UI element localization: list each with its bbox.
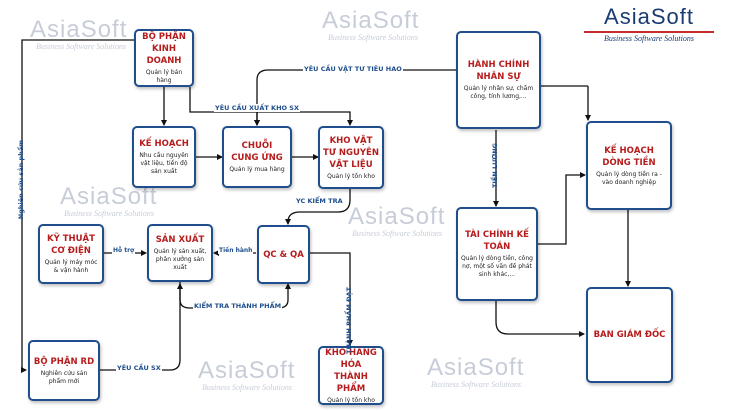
label-tien-hanh: Tiến hành [218,247,254,254]
box-title: KẾ HOẠCH DÒNG TIỀN [602,145,656,168]
box-title: BAN GIÁM ĐỐC [593,330,666,340]
watermark-tagline: Business Software Solutions [328,33,418,42]
box-desc: Quản lý bán hàng [145,69,183,84]
watermark-brand: AsiaSoft [322,7,420,34]
box-desc: Quản lý máy móc & vận hành [44,259,98,274]
box-title: BỘ PHẬN KINH DOANH [142,32,186,66]
watermark-brand: AsiaSoft [198,357,296,384]
box-title: BỘ PHẬN RD [33,356,95,367]
box-desc: Quản lý mua hàng [229,166,285,173]
box-kinh-doanh: BỘ PHẬN KINH DOANH Quản lý bán hàng [134,29,194,87]
arrow-tckt-bgd [495,300,585,337]
arrow-tp-dat [310,252,353,346]
watermark-6: AsiaSoft Business Software Solutions [427,354,524,389]
box-desc: Quản lý dòng tiền ra - vào doanh nghiệp [596,170,662,186]
box-title: KẾ HOẠCH [139,139,189,149]
watermark-2: AsiaSoft Business Software Solutions [322,7,419,42]
arrow-yc-sx [100,283,183,371]
box-hanh-chinh: HÀNH CHÍNH NHÂN SỰ Quản lý nhân sự, chấm… [456,31,541,129]
watermark-tagline: Business Software Solutions [36,42,126,51]
box-desc: Nghiên cứu sản phẩm mới [40,369,88,385]
box-desc: Nhu cầu nguyên vật liệu, tiến độ sản xuấ… [139,152,189,175]
watermark-4: AsiaSoft Business Software Solutions [348,203,445,238]
box-ke-hoach-dong-tien: KẾ HOẠCH DÒNG TIỀN Quản lý dòng tiền ra … [586,121,672,210]
box-tai-chinh: TÀI CHÍNH KẾ TOÁN Quản lý dòng tiền, côn… [456,207,538,301]
label-tp-dat: THÀNH PHẨM ĐẠT [345,287,353,354]
label-yc-vat-tu: YÊU CẦU VẬT TƯ TIÊU HAO [303,65,403,73]
label-tien-luong: TIỀN LƯƠNG [491,143,499,189]
box-desc: Quản lý sản xuất, phân xưởng sản xuất [153,248,207,271]
logo-tagline: Business Software Solutions [604,34,694,43]
watermark-tagline: Business Software Solutions [202,383,292,392]
label-ho-tro: Hỗ trợ [112,247,136,254]
box-title: QC & QA [263,249,304,260]
box-desc: Quản lý tồn kho [327,172,375,180]
box-desc: Quản lý nhân sự, chấm công, tính lương,.… [463,85,534,100]
label-yc-kiem-tra: YC KIỂM TRA [295,197,344,205]
logo-brand: AsiaSoft [604,4,694,29]
label-yc-sx: YÊU CẦU SX [116,364,162,372]
box-title: HÀNH CHÍNH NHÂN SỰ [467,60,530,82]
box-title: CHUỖI CUNG ỨNG [231,141,283,163]
box-ban-giam-doc: BAN GIÁM ĐỐC [586,287,673,383]
watermark-brand: AsiaSoft [348,203,446,230]
watermark-tagline: Business Software Solutions [64,209,154,218]
arrow-yc-kiem-tra [285,189,351,225]
box-kho-thanh-pham: KHO HÀNG HÓA THÀNH PHẨM Quản lý tồn kho [318,346,384,405]
box-ke-hoach: KẾ HOẠCH Nhu cầu nguyên vật liệu, tiến đ… [132,126,196,188]
box-title: SẢN XUẤT [155,235,205,245]
label-kiem-tra-tp: KIỂM TRA THÀNH PHẨM [193,302,283,310]
asiasoft-logo: AsiaSoft Business Software Solutions [584,4,714,43]
label-yc-xuat-kho: YÊU CẦU XUẤT KHO SX [214,104,301,112]
logo-underline [584,31,714,33]
box-desc: Quản lý tồn kho [327,396,375,404]
watermark-brand: AsiaSoft [30,16,128,43]
box-desc: Quản lý dòng tiền, công nợ, một số vấn đ… [461,255,533,278]
watermark-1: AsiaSoft Business Software Solutions [30,16,127,51]
box-kho-vat-tu: KHO VẬT TƯ NGUYÊN VẬT LIỆU Quản lý tồn k… [318,126,384,189]
arrow-yc-vat-tu [254,69,456,126]
arrow-nghien-cuu [21,39,134,373]
box-qc-qa: QC & QA [257,225,310,284]
arrow-yc-xuat-kho [189,87,353,126]
box-ky-thuat: KỸ THUẬT CƠ ĐIỆN Quản lý máy móc & vận h… [38,224,104,284]
box-title: KHO VẬT TƯ NGUYÊN VẬT LIỆU [323,135,379,170]
watermark-tagline: Business Software Solutions [431,380,521,389]
box-title: TÀI CHÍNH KẾ TOÁN [465,230,529,252]
watermark-tagline: Business Software Solutions [352,229,442,238]
box-rd: BỘ PHẬN RD Nghiên cứu sản phẩm mới [28,340,100,401]
arrow-tckt-kedt [538,172,586,245]
watermark-brand: AsiaSoft [427,354,525,381]
box-san-xuat: SẢN XUẤT Quản lý sản xuất, phân xưởng sả… [147,224,213,282]
watermark-5: AsiaSoft Business Software Solutions [198,357,295,392]
box-chuoi-cung-ung: CHUỖI CUNG ỨNG Quản lý mua hàng [222,126,292,188]
label-nghien-cuu: Nghiên cứu sản phẩm [17,140,25,220]
box-title: KHO HÀNG HÓA THÀNH PHẨM [325,347,377,394]
box-title: KỸ THUẬT CƠ ĐIỆN [47,234,95,256]
